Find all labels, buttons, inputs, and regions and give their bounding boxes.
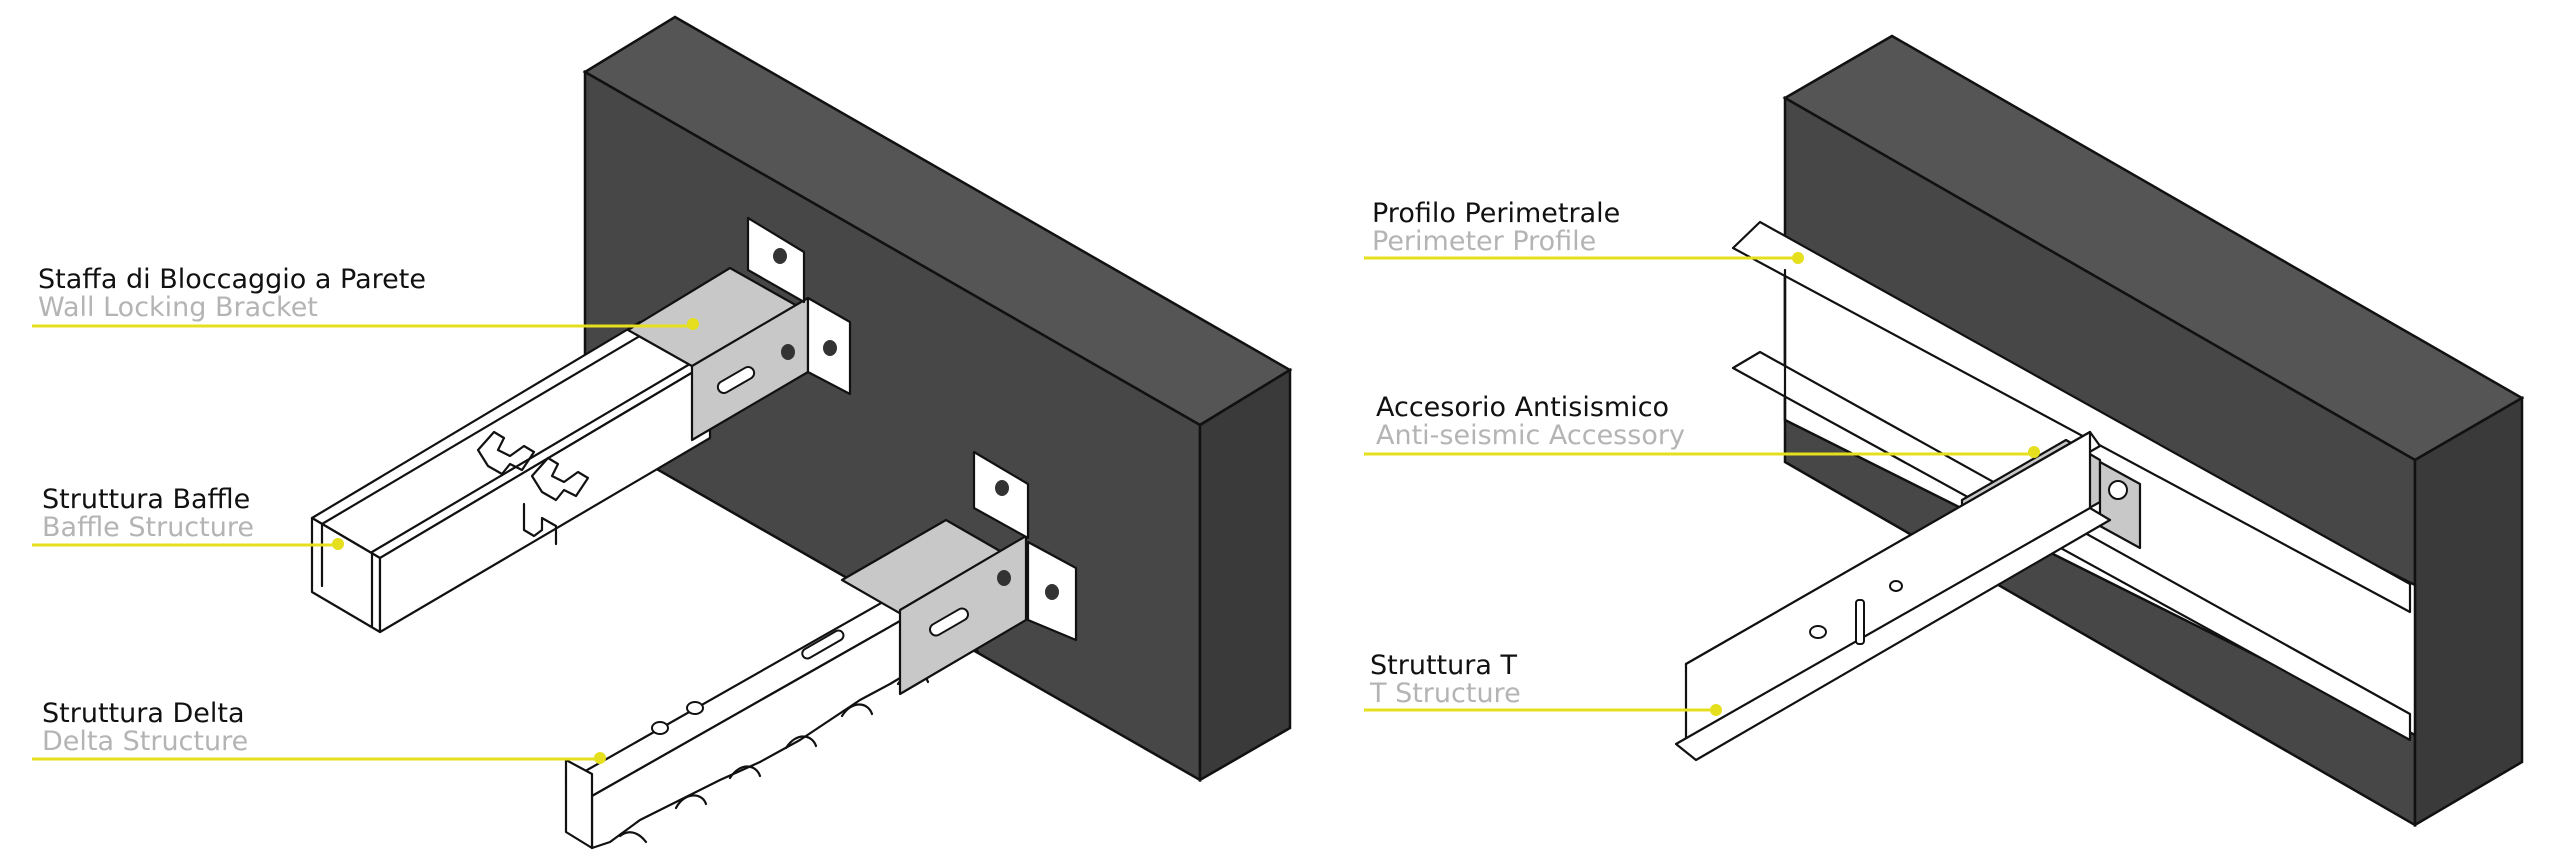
t-structure-flange <box>1674 506 2112 762</box>
t-structure-hole-2 <box>1889 580 1903 592</box>
callout-label-it: Struttura T <box>1370 650 1517 681</box>
left-wall-side <box>1198 367 1292 783</box>
callout-baffle-structure: Struttura Baffle Baffle Structure <box>32 484 344 550</box>
callout-label-it: Struttura Delta <box>42 698 245 729</box>
callout-label-it: Profilo Perimetrale <box>1372 198 1620 229</box>
right-callouts: Profilo Perimetrale Perimeter Profile Ac… <box>1364 198 2040 716</box>
bracket-lower-hole-3 <box>997 570 1011 586</box>
callout-label-en: Baffle Structure <box>42 512 254 543</box>
callout-leader-dot <box>332 538 344 550</box>
bracket-upper-slot <box>716 366 756 394</box>
baffle-hanger <box>522 502 558 546</box>
callout-anti-seismic-accessory: Accesorio Antisismico Anti-seismic Acces… <box>1364 392 2040 458</box>
t-structure <box>1674 430 2112 762</box>
callout-label-it: Struttura Baffle <box>42 484 250 515</box>
callout-leader-dot <box>1710 704 1722 716</box>
baffle-channel-side <box>378 360 712 634</box>
delta-hole-2 <box>686 701 704 715</box>
callout-label-it: Staffa di Bloccaggio a Parete <box>38 264 426 295</box>
perimeter-profile-top <box>1731 220 2412 614</box>
callout-t-structure: Struttura T T Structure <box>1364 650 1722 716</box>
delta-notches <box>618 642 980 844</box>
accessory-tab <box>2098 460 2142 550</box>
callout-leader-dot <box>594 752 606 764</box>
left-illustration <box>310 15 1293 850</box>
left-callouts: Staffa di Bloccaggio a Parete Wall Locki… <box>32 264 699 764</box>
bracket-lower-slot <box>929 607 969 637</box>
right-illustration <box>1674 34 2525 828</box>
delta-hole-1 <box>651 721 669 735</box>
bracket-upper-hole-2 <box>823 340 837 356</box>
callout-label-en: Perimeter Profile <box>1372 226 1596 257</box>
wall-locking-bracket-lower <box>840 450 1078 696</box>
callout-leader-dot <box>1792 252 1804 264</box>
callout-wall-locking-bracket: Staffa di Bloccaggio a Parete Wall Locki… <box>32 264 699 330</box>
right-wall-side <box>2413 395 2524 828</box>
bracket-upper-hole-3 <box>781 344 795 360</box>
baffle-clip-1 <box>476 430 536 476</box>
bracket-lower-hole-2 <box>1045 584 1059 600</box>
callout-leader-dot <box>2028 446 2040 458</box>
perimeter-profile <box>1731 220 2412 742</box>
delta-end-face <box>564 758 594 850</box>
callout-label-it: Accesorio Antisismico <box>1376 392 1669 423</box>
delta-slot <box>801 629 845 660</box>
bracket-upper-hole-1 <box>773 248 787 264</box>
callout-label-en: T Structure <box>1369 678 1521 709</box>
wall-locking-bracket-upper <box>626 216 852 442</box>
t-structure-hole-1 <box>1809 625 1827 639</box>
callout-leader-dot <box>687 318 699 330</box>
callout-label-en: Delta Structure <box>42 726 248 757</box>
callout-label-en: Anti-seismic Accessory <box>1376 420 1685 451</box>
callout-delta-structure: Struttura Delta Delta Structure <box>32 698 606 764</box>
baffle-channel-inner-edge <box>320 328 702 628</box>
baffle-structure <box>310 320 712 634</box>
baffle-clip-2 <box>530 456 590 502</box>
callout-perimeter-profile: Profilo Perimetrale Perimeter Profile <box>1364 198 1804 264</box>
perimeter-profile-lower <box>1731 350 2412 742</box>
accessory-screw-2 <box>2108 480 2128 500</box>
callout-label-en: Wall Locking Bracket <box>38 292 318 323</box>
t-structure-slot <box>1855 599 1865 645</box>
bracket-lower-hole-1 <box>995 480 1009 496</box>
